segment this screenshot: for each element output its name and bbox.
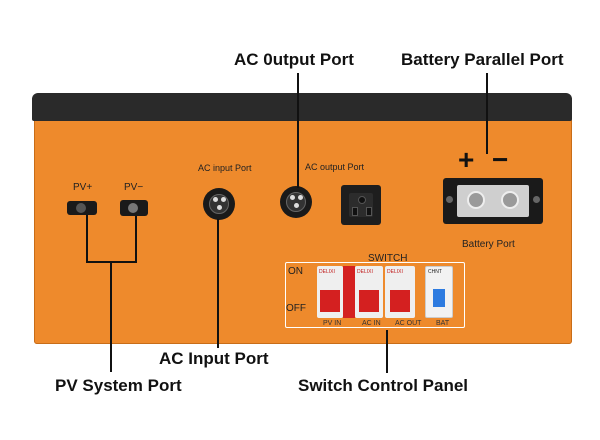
switch-control-panel-callout: Switch Control Panel (298, 376, 469, 395)
switch-panel-frame (285, 262, 465, 328)
switch-on-label: ON (288, 266, 303, 277)
breaker-lever[interactable] (390, 290, 410, 312)
switch-callout-line (386, 330, 388, 373)
breaker-lever[interactable] (433, 289, 445, 307)
ac-input-callout-line (217, 219, 219, 348)
battery-callout-line (486, 73, 488, 154)
switch-off-label: OFF (286, 303, 306, 314)
ac-output-callout-line (297, 73, 299, 188)
breaker-ac-in[interactable]: DELIXI (355, 266, 383, 318)
breaker-ac-in-caption: AC IN (362, 320, 381, 327)
ac-output-port-label: AC output Port (305, 162, 365, 172)
breaker-bat-caption: BAT (436, 320, 450, 327)
breaker-pv-in-ext (343, 266, 355, 318)
ac-output-port-connector (280, 186, 312, 218)
ac-input-port-callout: AC Input Port (159, 349, 269, 368)
pv-minus-label: PV− (124, 182, 144, 193)
inverter-enclosure (34, 118, 572, 344)
breaker-pv-in-caption: PV IN (323, 320, 342, 327)
switch-title: SWITCH (368, 253, 408, 264)
top-cover (32, 93, 572, 121)
breaker-lever[interactable] (320, 290, 340, 312)
ac-socket (341, 185, 381, 225)
battery-port-label: Battery Port (462, 239, 515, 250)
ac-input-port-connector (203, 188, 235, 220)
breaker-ac-out-caption: AC OUT (395, 320, 422, 327)
pv-plus-label: PV+ (73, 182, 93, 193)
breaker-bat[interactable]: CHNT (425, 266, 453, 318)
ac-input-port-label: AC input Port (198, 163, 252, 173)
pv-plus-connector (67, 201, 97, 215)
breaker-brand: DELIXI (357, 269, 373, 275)
battery-terminal-block (443, 178, 543, 224)
battery-minus-sign: − (492, 144, 509, 175)
breaker-brand: CHNT (428, 269, 442, 275)
breaker-brand: DELIXI (319, 269, 335, 275)
pv-system-port-callout: PV System Port (55, 376, 182, 395)
breaker-lever[interactable] (359, 290, 379, 312)
breaker-brand: DELIXI (387, 269, 403, 275)
pv-callout-line (110, 262, 112, 372)
battery-parallel-port-callout: Battery Parallel Port (401, 50, 564, 69)
ac-output-port-callout: AC 0utput Port (234, 50, 354, 69)
pv-bracket-right (135, 216, 137, 262)
pv-bracket-left (86, 215, 88, 262)
breaker-ac-out[interactable]: DELIXI (385, 266, 415, 318)
battery-plus-sign: + (458, 144, 475, 175)
pv-minus-connector (120, 200, 148, 216)
breaker-pv-in[interactable]: DELIXI (317, 266, 343, 318)
